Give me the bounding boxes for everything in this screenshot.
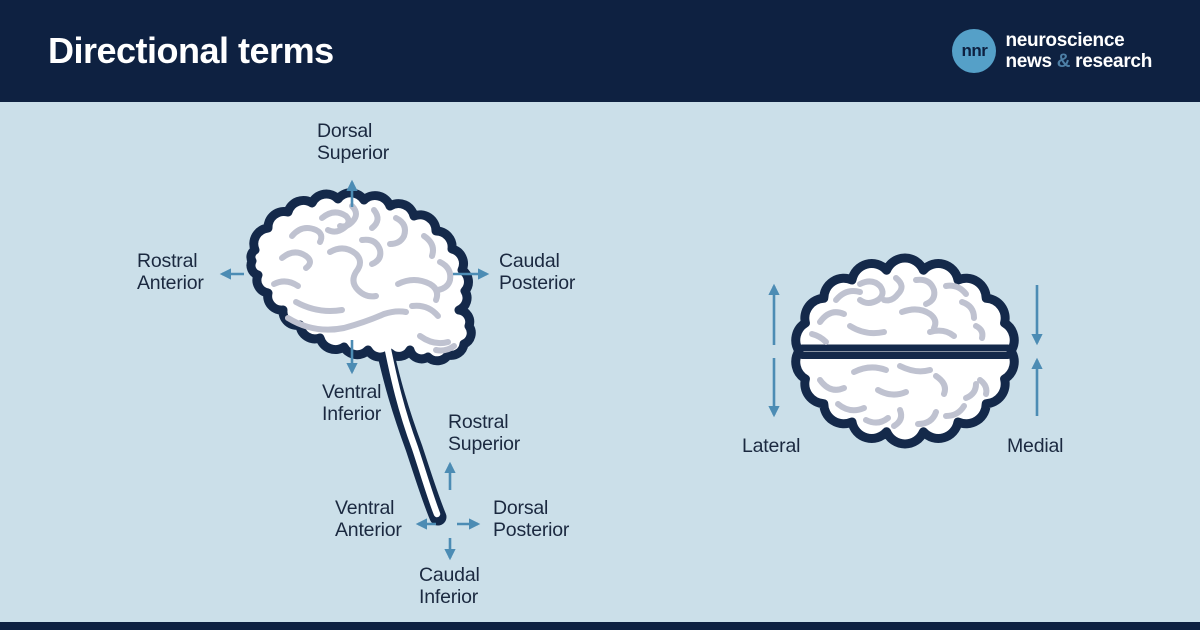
- label-line: Rostral: [448, 411, 509, 433]
- label-dorsal-posterior: Dorsal Posterior: [493, 497, 570, 541]
- label-line: Dorsal: [493, 497, 549, 519]
- label-rostral-superior: Rostral Superior: [448, 411, 521, 455]
- spinal-cord-core: [382, 336, 441, 518]
- label-line: Ventral: [322, 381, 382, 403]
- label-line: Caudal: [499, 250, 560, 272]
- label-line: Inferior: [419, 585, 479, 608]
- label-medial: Medial: [1007, 435, 1064, 457]
- label-ventral-anterior: Ventral Anterior: [335, 497, 402, 541]
- logo-ampersand: &: [1056, 51, 1071, 72]
- label-line: Ventral: [335, 497, 395, 519]
- label-caudal-posterior: Caudal Posterior: [499, 250, 576, 294]
- label-line: Inferior: [322, 402, 382, 425]
- logo-line2-before: news: [1005, 51, 1057, 72]
- label-dorsal-superior: Dorsal Superior: [317, 120, 390, 164]
- brain-top-gyri-lower: [817, 363, 990, 429]
- label-line: Superior: [317, 141, 390, 164]
- label-line: Posterior: [499, 271, 576, 294]
- logo-monogram-icon: nnr: [952, 29, 997, 73]
- label-line: Rostral: [137, 250, 198, 272]
- label-caudal-inferior: Caudal Inferior: [419, 564, 480, 608]
- label-lateral: Lateral: [742, 435, 801, 457]
- logo-line2: news & research: [1005, 51, 1152, 72]
- brain-side-view: [219, 179, 490, 561]
- label-line: Anterior: [137, 271, 204, 294]
- label-line: Caudal: [419, 564, 480, 586]
- brain-top-gyri-upper: [809, 275, 986, 345]
- header-bar: Directional terms nnr neuroscience news …: [0, 0, 1200, 102]
- footer-bar: [0, 622, 1200, 630]
- logo-text: neuroscience news & research: [1005, 30, 1152, 72]
- label-ventral-inferior: Ventral Inferior: [322, 381, 382, 425]
- brand-logo: nnr neuroscience news & research: [952, 29, 1152, 73]
- logo-line1: neuroscience: [1005, 30, 1125, 51]
- label-line: Superior: [448, 432, 521, 455]
- brain-side-outline: [246, 188, 476, 366]
- label-rostral-anterior: Rostral Anterior: [137, 250, 204, 294]
- label-line: Posterior: [493, 518, 570, 541]
- brain-top-view: [768, 253, 1043, 449]
- page-title: Directional terms: [48, 30, 334, 71]
- label-line: Dorsal: [317, 120, 373, 142]
- brain-side-gyri: [271, 203, 457, 354]
- logo-line2-after: research: [1070, 51, 1152, 72]
- label-line: Anterior: [335, 518, 402, 541]
